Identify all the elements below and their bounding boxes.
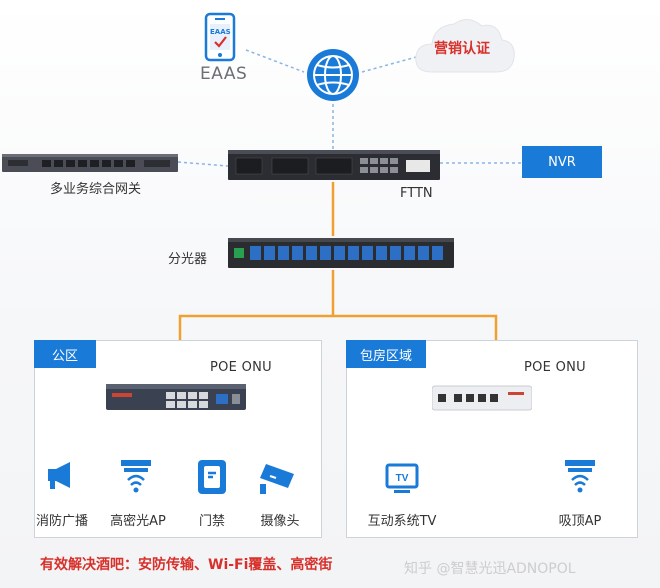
cloud-icon xyxy=(410,12,520,78)
zone-public xyxy=(34,340,322,538)
zone-public-onu-label: POE ONU xyxy=(210,360,272,375)
tv-icon: TV xyxy=(384,460,420,496)
svg-text:TV: TV xyxy=(396,473,409,484)
splitter-device xyxy=(228,236,454,270)
poe-onu-white xyxy=(431,382,533,412)
camera-icon xyxy=(258,458,298,496)
nvr-box: NVR xyxy=(522,146,602,178)
ceiling-ap-icon-2 xyxy=(562,458,598,496)
splitter-label: 分光器 xyxy=(168,252,208,267)
zone-public-tag-label: 公区 xyxy=(51,348,78,364)
cloud-label: 营销认证 xyxy=(434,41,490,57)
fttn-device xyxy=(228,148,440,182)
gateway-device xyxy=(2,152,178,174)
ceiling-ap-icon xyxy=(118,458,154,496)
endpoint-label-fire-broadcast: 消防广播 xyxy=(35,514,88,529)
zone-public-tag: 公区 xyxy=(34,340,96,368)
fttn-label: FTTN xyxy=(400,186,433,201)
line-gateway-fttn xyxy=(177,161,229,167)
phone-screen-text: EAAS xyxy=(210,28,231,36)
endpoint-label-door: 门禁 xyxy=(198,514,225,529)
zone-private-room xyxy=(346,340,638,538)
endpoint-label-ceiling-ap: 吸顶AP xyxy=(558,514,602,529)
fire-broadcast-icon xyxy=(44,458,80,492)
gateway-label: 多业务综合网关 xyxy=(50,182,142,197)
zone-private-tag-label: 包房区域 xyxy=(359,348,412,364)
line-eaas-globe xyxy=(245,49,305,73)
line-cloud-globe xyxy=(361,55,421,73)
zone-private-tag: 包房区域 xyxy=(346,340,426,368)
endpoint-label-tv: 互动系统TV xyxy=(367,514,437,529)
globe-icon xyxy=(304,46,362,104)
endpoint-label-camera: 摄像头 xyxy=(260,514,300,529)
nvr-label: NVR xyxy=(548,154,576,170)
watermark: 知乎 @智慧光迅ADNOPOL xyxy=(404,561,576,577)
phone-icon xyxy=(198,12,242,64)
poe-onu-switch xyxy=(106,380,246,412)
zone-private-onu-label: POE ONU xyxy=(524,360,586,375)
eaas-label: EAAS xyxy=(200,64,248,84)
access-control-icon xyxy=(194,458,230,496)
footer-text: 有效解决酒吧：安防传输、Wi-Fi覆盖、高密街 xyxy=(40,557,333,573)
endpoint-label-ap: 高密光AP xyxy=(110,514,166,529)
